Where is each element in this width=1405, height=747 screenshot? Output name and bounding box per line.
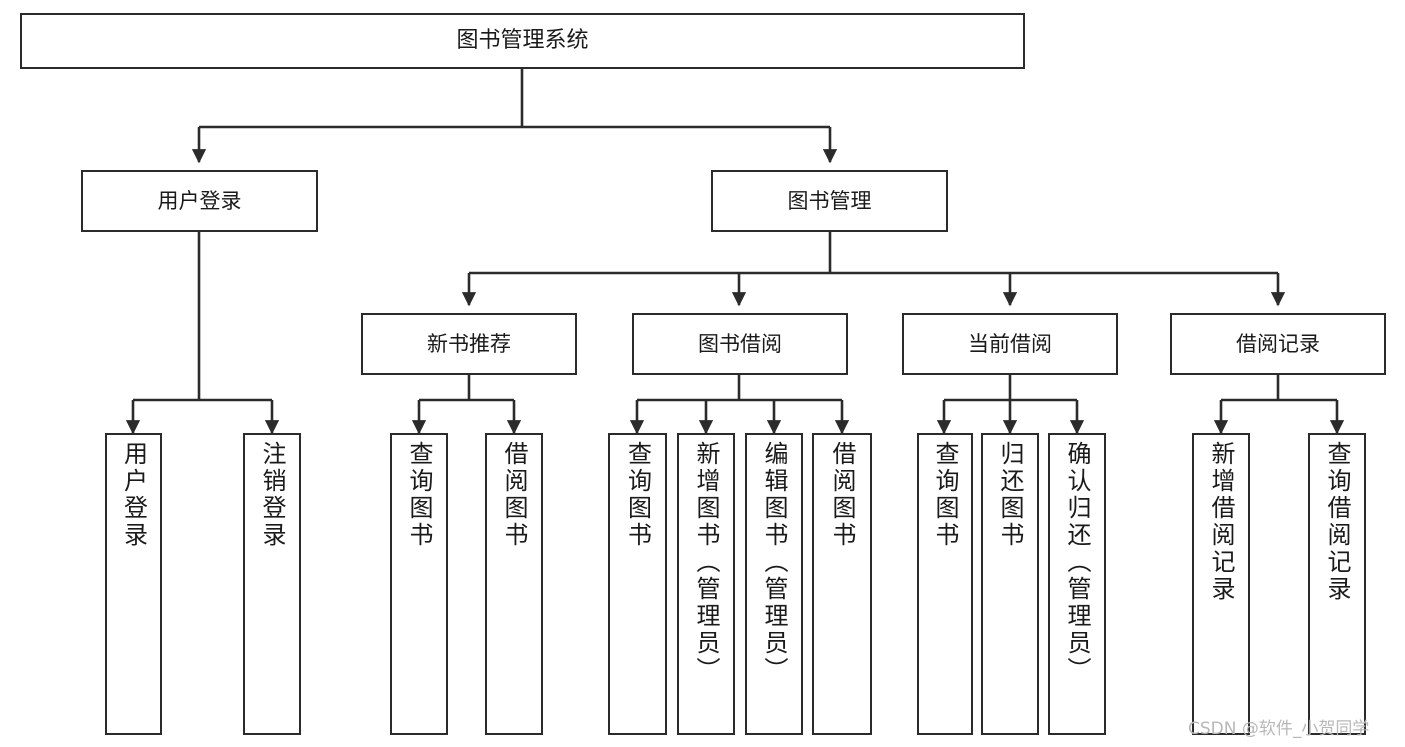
node-label: 图书管理系统: [456, 28, 589, 54]
leaf-book-borrow-add[interactable]: 新增图书（管理员）: [677, 433, 735, 735]
node-label: 用户登录: [119, 441, 148, 549]
node-label: 查询图书: [405, 441, 433, 549]
node-label: 查询图书: [931, 441, 959, 549]
node-label: 编辑图书（管理员）: [760, 441, 788, 684]
leaf-book-borrow-edit[interactable]: 编辑图书（管理员）: [745, 433, 803, 735]
leaf-book-borrow-query[interactable]: 查询图书: [608, 433, 667, 735]
node-borrow-record[interactable]: 借阅记录: [1170, 313, 1386, 375]
node-label: 图书借阅: [698, 331, 782, 356]
leaf-borrow-record-query[interactable]: 查询借阅记录: [1308, 433, 1366, 735]
node-label: 归还图书: [996, 441, 1024, 549]
leaf-borrow-record-add[interactable]: 新增借阅记录: [1192, 433, 1250, 735]
node-label: 图书管理: [787, 188, 872, 213]
node-root[interactable]: 图书管理系统: [20, 13, 1025, 69]
node-label: 确认归还（管理员）: [1063, 441, 1091, 684]
node-book-borrow[interactable]: 图书借阅: [632, 313, 848, 375]
node-label: 借阅图书: [828, 441, 856, 549]
node-label: 新增借阅记录: [1207, 441, 1235, 603]
node-new-book-recommend[interactable]: 新书推荐: [361, 313, 577, 375]
csdn-watermark: CSDN @软件_小贺同学: [1188, 719, 1370, 739]
leaf-new-book-query[interactable]: 查询图书: [390, 433, 448, 735]
node-book-management[interactable]: 图书管理: [711, 170, 948, 232]
node-label: 借阅图书: [500, 441, 528, 549]
leaf-new-book-borrow[interactable]: 借阅图书: [485, 433, 543, 735]
node-label: 借阅记录: [1236, 331, 1320, 356]
leaf-current-borrow-query[interactable]: 查询图书: [917, 433, 973, 735]
node-label: 新书推荐: [427, 331, 511, 356]
node-current-borrow[interactable]: 当前借阅: [902, 313, 1118, 375]
node-label: 查询图书: [623, 441, 652, 549]
leaf-user-login-signin[interactable]: 用户登录: [105, 433, 162, 735]
node-user-login[interactable]: 用户登录: [81, 170, 318, 232]
node-label: 新增图书（管理员）: [692, 441, 720, 684]
node-label: 用户登录: [157, 188, 242, 213]
leaf-book-borrow-lend[interactable]: 借阅图书: [812, 433, 872, 735]
node-label: 注销登录: [258, 441, 286, 549]
leaf-current-borrow-return[interactable]: 归还图书: [981, 433, 1039, 735]
node-label: 当前借阅: [968, 331, 1052, 356]
leaf-user-login-signout[interactable]: 注销登录: [243, 433, 301, 735]
leaf-current-borrow-confirm-return[interactable]: 确认归还（管理员）: [1048, 433, 1106, 735]
node-label: 查询借阅记录: [1323, 441, 1351, 603]
